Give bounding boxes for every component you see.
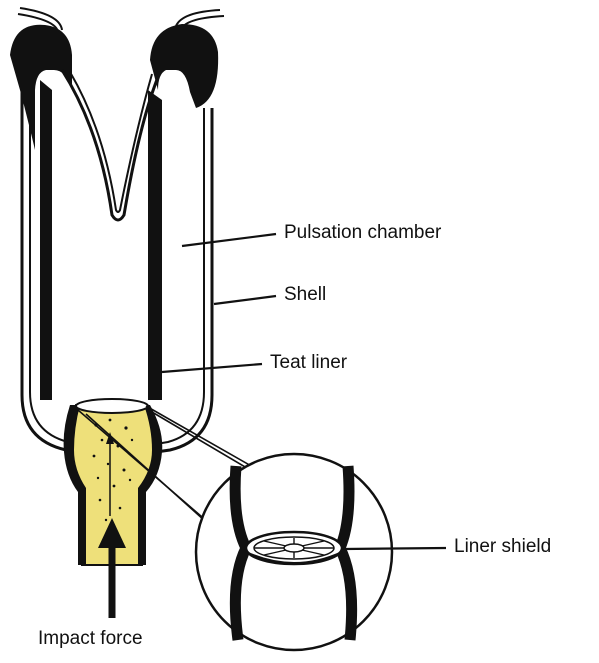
left-liner-wall [40, 80, 52, 400]
right-tube [176, 10, 220, 26]
label-liner-shield: Liner shield [454, 536, 551, 558]
right-shell-inner [156, 108, 204, 444]
leader-shell [214, 296, 276, 304]
leader-liner-shield [344, 548, 446, 549]
liner-shield-inset [196, 454, 392, 650]
label-teat-liner: Teat liner [270, 352, 347, 374]
left-teat-cup [10, 25, 160, 452]
leader-pulsation-chamber [182, 234, 276, 246]
left-shell-inner [30, 62, 86, 444]
liner-bridge [62, 70, 160, 220]
right-liner-head [150, 24, 218, 108]
label-shell: Shell [284, 284, 326, 306]
label-impact-force: Impact force [38, 628, 143, 650]
label-pulsation-chamber: Pulsation chamber [284, 222, 441, 244]
right-liner-wall [148, 90, 162, 400]
right-teat-cup [148, 24, 218, 452]
